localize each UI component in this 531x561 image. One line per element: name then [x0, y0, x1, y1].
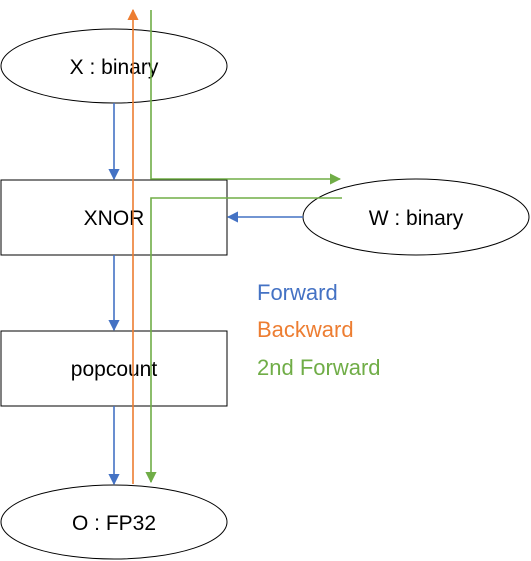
- node-xnor-shape: [0, 179, 228, 256]
- node-w: W : binary: [302, 178, 530, 256]
- node-o-label: O : FP32: [72, 512, 156, 535]
- second-forward-arrow-to-w: [150, 10, 342, 185]
- node-popcount-shape: [0, 330, 228, 407]
- legend: Forward Backward 2nd Forward: [257, 280, 381, 380]
- legend-backward: Backward: [257, 317, 354, 342]
- node-o: O : FP32: [0, 484, 228, 560]
- node-w-label: W : binary: [369, 207, 464, 230]
- legend-second-forward: 2nd Forward: [257, 355, 381, 380]
- node-xnor-label: XNOR: [84, 207, 145, 230]
- node-x: X : binary: [0, 28, 228, 104]
- second-forward-arrow-to-o: [145, 197, 342, 484]
- node-xnor: XNOR: [0, 179, 228, 256]
- legend-forward: Forward: [257, 280, 338, 305]
- node-popcount-label: popcount: [71, 358, 158, 381]
- node-popcount: popcount: [0, 330, 228, 407]
- node-x-label: X : binary: [70, 56, 159, 79]
